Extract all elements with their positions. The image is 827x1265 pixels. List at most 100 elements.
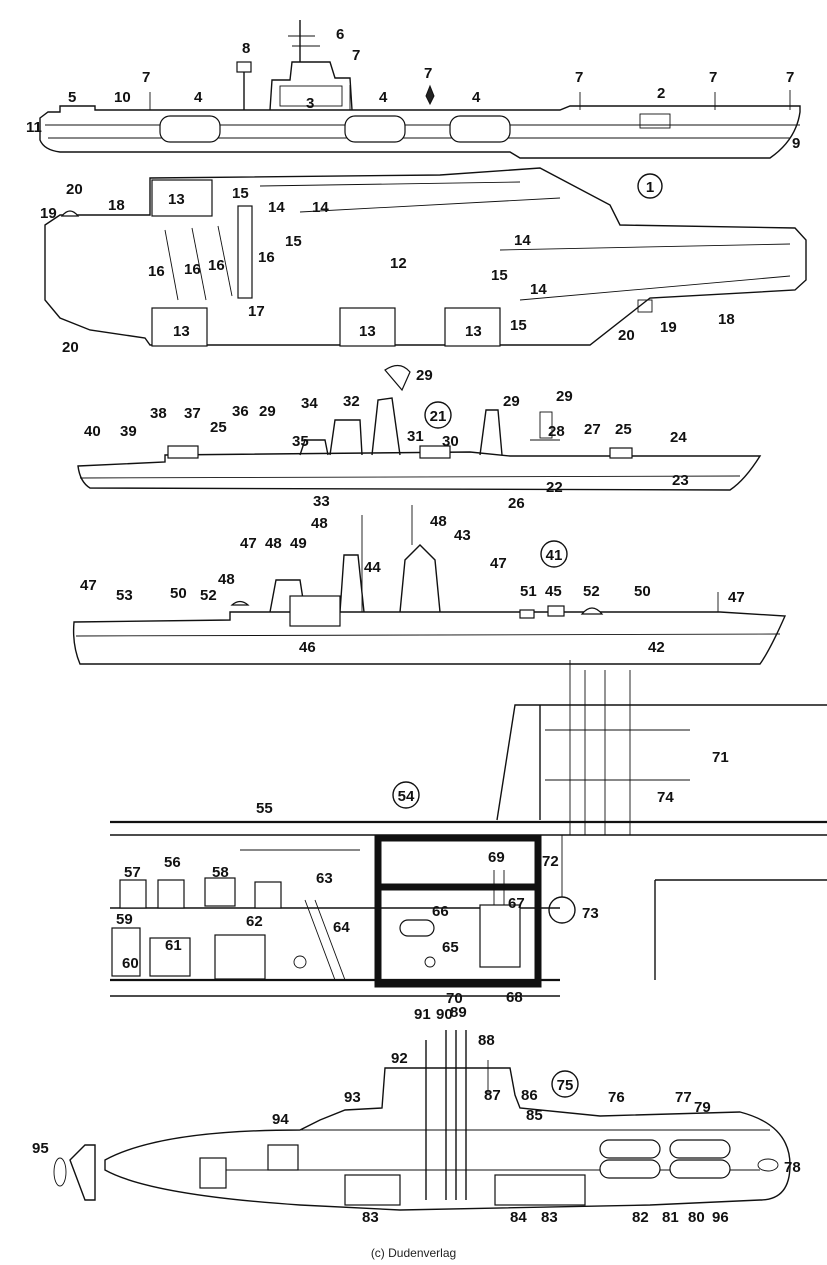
callout-label: 79 xyxy=(694,1099,711,1116)
callout-label: 15 xyxy=(285,233,302,250)
callout-label: 95 xyxy=(32,1140,49,1157)
callout-label: 3 xyxy=(306,95,314,112)
callout-label: 48 xyxy=(218,571,235,588)
callout-label: 4 xyxy=(472,89,481,106)
callout-label: 7 xyxy=(786,69,794,86)
callout-label: 89 xyxy=(450,1004,467,1021)
callout-label: 49 xyxy=(290,535,307,552)
callout-label: 73 xyxy=(582,905,599,922)
callout-label: 14 xyxy=(312,199,329,216)
callout-label: 34 xyxy=(301,395,318,412)
submarine-labels: 76 77 78 79 80 81 82 83 83 84 85 86 87 8… xyxy=(32,1004,801,1226)
callout-label: 14 xyxy=(514,232,531,249)
section-marker-54: 54 xyxy=(392,781,420,809)
section-marker-41: 41 xyxy=(540,540,568,568)
callout-label: 20 xyxy=(618,327,635,344)
callout-label: 65 xyxy=(442,939,459,956)
callout-label: 9 xyxy=(792,135,800,152)
callout-label: 92 xyxy=(391,1050,408,1067)
callout-label: 22 xyxy=(546,479,563,496)
callout-label: 24 xyxy=(670,429,687,446)
callout-label: 87 xyxy=(484,1087,501,1104)
carrier-side-view xyxy=(39,20,801,159)
reactor-labels: 55 56 57 58 59 60 61 62 63 64 65 66 67 6… xyxy=(116,749,729,1007)
callout-label: 82 xyxy=(632,1209,649,1226)
callout-label: 17 xyxy=(248,303,265,320)
callout-label: 64 xyxy=(333,919,350,936)
callout-label: 16 xyxy=(148,263,165,280)
destroyer-view xyxy=(72,505,787,665)
callout-label: 29 xyxy=(416,367,433,384)
callout-label: 20 xyxy=(62,339,79,356)
callout-label: 16 xyxy=(258,249,275,266)
callout-label: 15 xyxy=(510,317,527,334)
callout-label: 7 xyxy=(709,69,717,86)
callout-label: 4 xyxy=(379,89,388,106)
cruiser-view xyxy=(77,364,762,491)
callout-label: 38 xyxy=(150,405,167,422)
callout-label: 10 xyxy=(114,89,131,106)
callout-label: 48 xyxy=(265,535,282,552)
callout-label: 63 xyxy=(316,870,333,887)
callout-label: 35 xyxy=(292,433,309,450)
callout-label: 48 xyxy=(430,513,447,530)
callout-label: 61 xyxy=(165,937,182,954)
callout-label: 45 xyxy=(545,583,562,600)
callout-label: 16 xyxy=(208,257,225,274)
callout-label: 44 xyxy=(364,559,381,576)
callout-label: 29 xyxy=(503,393,520,410)
callout-label: 13 xyxy=(168,191,185,208)
callout-label: 60 xyxy=(122,955,139,972)
callout-label: 57 xyxy=(124,864,141,881)
callout-label: 33 xyxy=(313,493,330,510)
callout-label: 94 xyxy=(272,1111,289,1128)
section-markers: 1 21 41 54 75 xyxy=(392,173,663,1098)
callout-label: 8 xyxy=(242,40,250,57)
callout-label: 5 xyxy=(68,89,76,106)
callout-label: 32 xyxy=(343,393,360,410)
callout-label: 74 xyxy=(657,789,674,806)
destroyer-labels: 42 43 44 45 46 47 47 47 47 48 48 48 48 4… xyxy=(80,513,745,656)
callout-label: 18 xyxy=(718,311,735,328)
callout-label: 47 xyxy=(80,577,97,594)
callout-label: 93 xyxy=(344,1089,361,1106)
section-marker-21: 21 xyxy=(424,401,452,429)
callout-label: 20 xyxy=(66,181,83,198)
callout-label: 1 xyxy=(651,179,659,196)
callout-label: 67 xyxy=(508,895,525,912)
callout-label: 11 xyxy=(26,119,42,136)
callout-label: 27 xyxy=(584,421,601,438)
callout-label: 62 xyxy=(246,913,263,930)
callout-label: 56 xyxy=(164,854,181,871)
callout-label: 47 xyxy=(728,589,745,606)
callout-label: 83 xyxy=(541,1209,558,1226)
reactor-cutaway xyxy=(110,660,827,997)
section-marker-75: 75 xyxy=(551,1070,579,1098)
callout-label: 76 xyxy=(608,1089,625,1106)
callout-label: 15 xyxy=(491,267,508,284)
callout-label: 43 xyxy=(454,527,471,544)
callout-label: 77 xyxy=(675,1089,692,1106)
callout-label: 40 xyxy=(84,423,101,440)
callout-label: 14 xyxy=(268,199,285,216)
callout-label: 2 xyxy=(657,85,665,102)
callout-label: 84 xyxy=(510,1209,527,1226)
callout-label: 72 xyxy=(542,853,559,870)
carrier-deck-labels: 12 13 13 13 13 14 14 14 14 15 15 15 15 1… xyxy=(40,181,735,356)
callout-label: 50 xyxy=(170,585,187,602)
callout-label: 13 xyxy=(359,323,376,340)
callout-label: 7 xyxy=(142,69,150,86)
callout-label: 12 xyxy=(390,255,407,272)
callout-label: 4 xyxy=(194,89,203,106)
callout-label: 69 xyxy=(488,849,505,866)
section-marker-label: 21 xyxy=(430,408,447,425)
callout-label: 47 xyxy=(490,555,507,572)
submarine-view xyxy=(53,1030,791,1211)
callout-label: 71 xyxy=(712,749,729,766)
callout-label: 59 xyxy=(116,911,133,928)
callout-label: 26 xyxy=(508,495,525,512)
section-marker-1: 1 xyxy=(637,173,663,199)
callout-label: 96 xyxy=(712,1209,729,1226)
callout-label: 7 xyxy=(424,65,432,82)
